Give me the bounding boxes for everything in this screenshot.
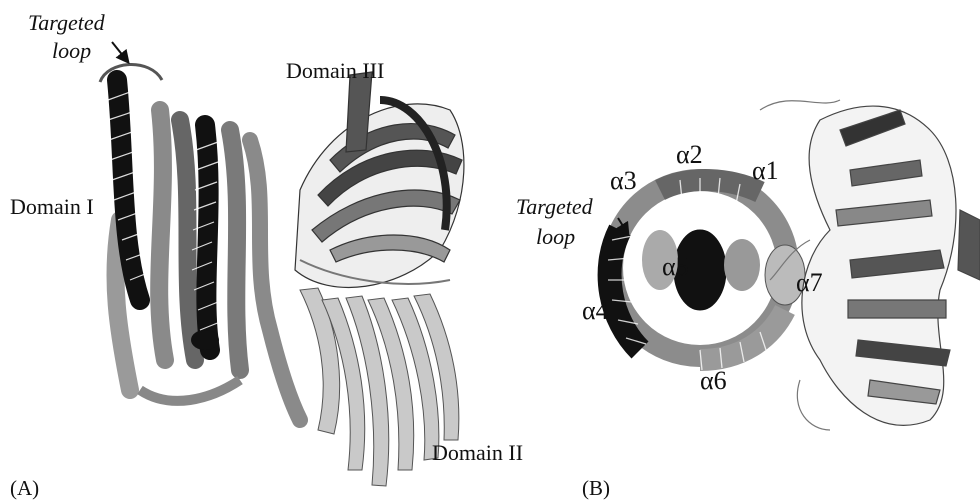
domain-i-helices: [100, 64, 300, 420]
helix-label-a6: α6: [700, 368, 727, 394]
helix-label-a5: α5: [662, 254, 689, 280]
helix-label-a3: α3: [610, 168, 637, 194]
targeted-loop-label-a-line2: loop: [52, 40, 91, 62]
targeted-loop-arrow-a: [112, 42, 128, 62]
targeted-loop-label-b-line1: Targeted: [516, 196, 593, 218]
helix-label-a1: α1: [752, 158, 779, 184]
panel-a-label: (A): [10, 478, 39, 499]
domain-ii-label: Domain II: [432, 442, 523, 464]
helix-label-a4: α4: [582, 298, 609, 324]
panel-a-structure: [100, 42, 464, 486]
panel-b-label: (B): [582, 478, 610, 499]
helix-label-a2: α2: [676, 142, 703, 168]
helix-label-a7: α7: [796, 270, 823, 296]
targeted-loop-label-b-line2: loop: [536, 226, 575, 248]
domain-i-label: Domain I: [10, 196, 94, 218]
domain-iii-label: Domain III: [286, 60, 384, 82]
domain-iii-sandwich: [295, 72, 464, 287]
targeted-loop-label-a-line1: Targeted: [28, 12, 105, 34]
